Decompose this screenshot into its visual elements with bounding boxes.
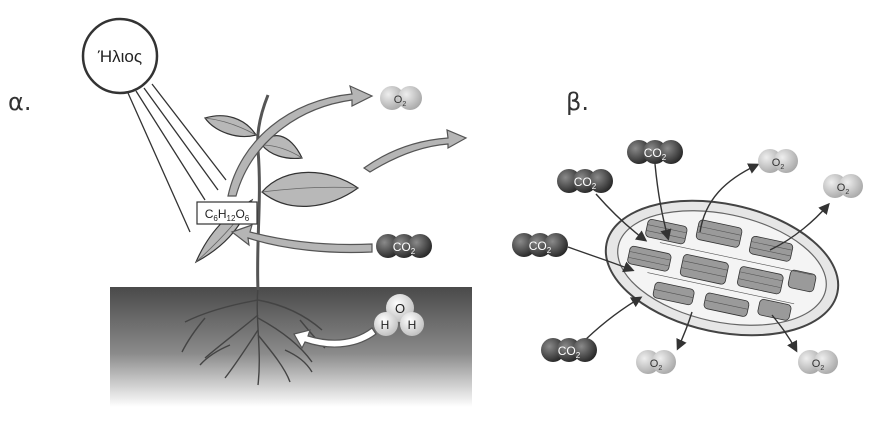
chloroplast-panel: CO2 CO2 CO2 CO2 O2 O2 O2 O2 <box>512 140 863 374</box>
svg-text:H: H <box>381 318 390 332</box>
svg-text:O2: O2 <box>772 157 785 171</box>
svg-text:CO2: CO2 <box>393 240 416 256</box>
o2-molecule-b3: O2 <box>636 350 676 374</box>
o2-molecule-b1: O2 <box>758 149 798 173</box>
thylakoid-lines <box>628 224 813 310</box>
stem <box>256 94 270 291</box>
sun-circle <box>81 17 159 95</box>
sun-label: Ήλιος <box>97 47 142 66</box>
svg-text:CO2: CO2 <box>644 146 667 162</box>
svg-text:H: H <box>408 318 417 332</box>
arrow-o2-out <box>227 84 374 197</box>
co2-molecule-plant: CO2 <box>376 234 432 258</box>
plant-panel: Ήλιος <box>81 17 472 407</box>
svg-text:O2: O2 <box>812 358 825 372</box>
panel-label-a: α. <box>8 88 32 116</box>
soil <box>110 287 472 407</box>
co2-arrows <box>567 163 672 346</box>
svg-text:CO2: CO2 <box>529 239 552 255</box>
glucose-box: C6H12O6 <box>196 201 258 225</box>
panel-label-b: β. <box>566 88 589 116</box>
arrow-co2-in <box>230 224 373 254</box>
o2-molecule-plant: O2 <box>380 86 422 110</box>
co2-molecule-b1: CO2 <box>627 140 683 164</box>
svg-text:CO2: CO2 <box>558 344 581 360</box>
arrow-water-in <box>293 327 377 350</box>
sun-rays <box>127 83 227 233</box>
co2-molecule-b4: CO2 <box>541 338 597 362</box>
arrow-upper-right <box>362 129 468 173</box>
svg-text:O: O <box>395 301 405 316</box>
svg-text:O2: O2 <box>394 94 407 108</box>
svg-text:O2: O2 <box>650 358 663 372</box>
co2-molecule-b3: CO2 <box>512 233 568 257</box>
water-molecule: O H H <box>374 294 424 336</box>
o2-molecule-b2: O2 <box>823 174 863 198</box>
svg-text:O2: O2 <box>837 182 850 196</box>
svg-text:CO2: CO2 <box>574 175 597 191</box>
sun: Ήλιος <box>81 17 227 233</box>
leaf-right-large <box>261 171 360 207</box>
plant-arrows <box>227 84 468 350</box>
co2-molecule-b2: CO2 <box>557 169 613 193</box>
roots <box>181 286 326 386</box>
glucose-formula: C6H12O6 <box>205 207 250 223</box>
o2-arrows <box>676 163 830 353</box>
o2-molecule-b4: O2 <box>798 350 838 374</box>
